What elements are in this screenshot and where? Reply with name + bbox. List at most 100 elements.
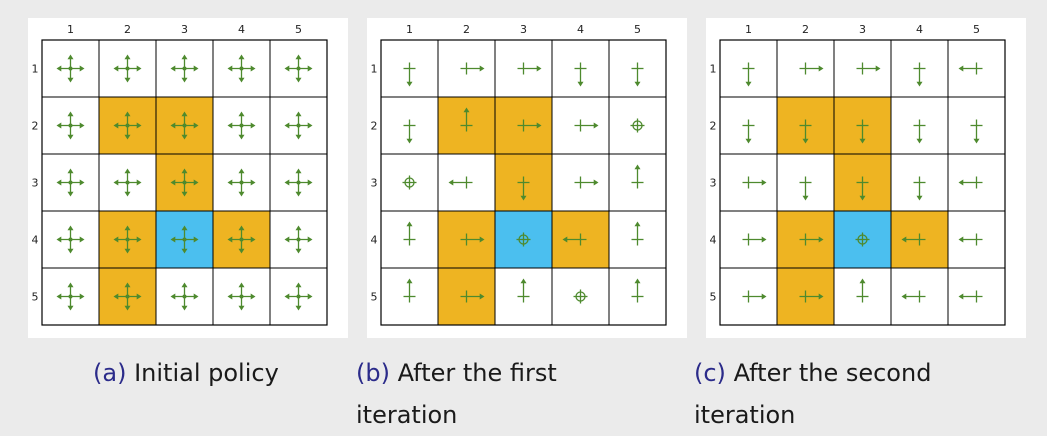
row-label: 3 [371,177,378,190]
col-label: 4 [916,23,923,36]
arrow-left-icon [958,290,983,303]
arrow-up-icon [403,221,416,246]
arrow-all-icon [170,282,199,311]
arrow-right-icon [574,119,599,132]
arrow-down-icon [856,176,869,201]
caption-b-text: After the first iteration [356,359,557,429]
arrow-right-icon [742,233,767,246]
arrow-right-icon [460,290,485,303]
col-label: 5 [295,23,302,36]
arrow-right-icon [517,62,542,75]
row-label: 3 [32,177,39,190]
row-label: 4 [710,234,717,247]
arrow-all-icon [113,168,142,197]
arrow-down-icon [742,119,755,144]
arrow-all-icon [227,111,256,140]
col-label: 2 [802,23,809,36]
arrow-right-icon [742,290,767,303]
arrow-right-icon [460,62,485,75]
arrow-all-icon [56,54,85,83]
arrow-down-icon [856,119,869,144]
col-label: 1 [67,23,74,36]
caption-b: (b) After the first iteration [356,352,646,436]
row-label: 2 [32,120,39,133]
col-label: 1 [745,23,752,36]
arrow-down-icon [631,62,644,87]
arrow-all-icon [56,111,85,140]
row-label: 5 [32,291,39,304]
grid-border [41,39,328,326]
col-label: 4 [577,23,584,36]
arrow-down-icon [913,62,926,87]
arrow-all-icon [170,54,199,83]
arrow-all-icon [170,168,199,197]
arrow-down-icon [913,176,926,201]
arrow-all-icon [56,282,85,311]
stay-icon [630,118,645,133]
arrow-up-icon [460,107,473,132]
arrow-up-icon [856,278,869,303]
col-label: 2 [124,23,131,36]
caption-c-text: After the second iteration [694,359,932,429]
arrow-down-icon [913,119,926,144]
row-label: 4 [32,234,39,247]
arrow-left-icon [901,290,926,303]
arrow-down-icon [970,119,983,144]
caption-c: (c) After the second iteration [694,352,994,436]
arrow-all-icon [56,225,85,254]
row-label: 2 [371,120,378,133]
caption-c-label: (c) [694,359,726,387]
arrow-all-icon [284,54,313,83]
arrow-all-icon [227,168,256,197]
arrow-down-icon [517,176,530,201]
arrow-all-icon [113,54,142,83]
arrow-left-icon [958,233,983,246]
forbidden-cell [98,267,157,326]
row-label: 3 [710,177,717,190]
col-label: 5 [973,23,980,36]
arrow-all-icon [113,282,142,311]
col-label: 3 [859,23,866,36]
arrow-right-icon [799,233,824,246]
grid-border [380,39,667,326]
row-label: 5 [371,291,378,304]
row-label: 2 [710,120,717,133]
row-label: 1 [371,63,378,76]
arrow-up-icon [631,221,644,246]
arrow-right-icon [742,176,767,189]
arrow-all-icon [113,225,142,254]
arrow-up-icon [403,278,416,303]
arrow-up-icon [517,278,530,303]
row-label: 1 [32,63,39,76]
arrow-right-icon [799,290,824,303]
grid-border [719,39,1006,326]
stay-icon [516,232,531,247]
arrow-right-icon [799,62,824,75]
arrow-all-icon [284,111,313,140]
col-label: 3 [520,23,527,36]
grid-svg-a: 1 2 3 4 5 1 2 3 4 5 [32,23,328,326]
arrow-left-icon [958,62,983,75]
arrow-up-icon [631,278,644,303]
arrow-left-icon [562,233,587,246]
arrow-all-icon [284,168,313,197]
caption-a-label: (a) [93,359,127,387]
arrow-down-icon [403,62,416,87]
grid-cell [212,153,271,212]
arrow-down-icon [799,176,812,201]
policy-grid-a: 1 2 3 4 5 1 2 3 4 5 [28,18,348,338]
arrow-all-icon [227,225,256,254]
arrow-all-icon [170,111,199,140]
row-label: 5 [710,291,717,304]
col-label: 4 [238,23,245,36]
arrow-down-icon [403,119,416,144]
forbidden-cell [155,96,214,155]
stay-icon [573,289,588,304]
col-label: 3 [181,23,188,36]
arrow-all-icon [56,168,85,197]
arrow-left-icon [958,176,983,189]
arrow-right-icon [574,176,599,189]
